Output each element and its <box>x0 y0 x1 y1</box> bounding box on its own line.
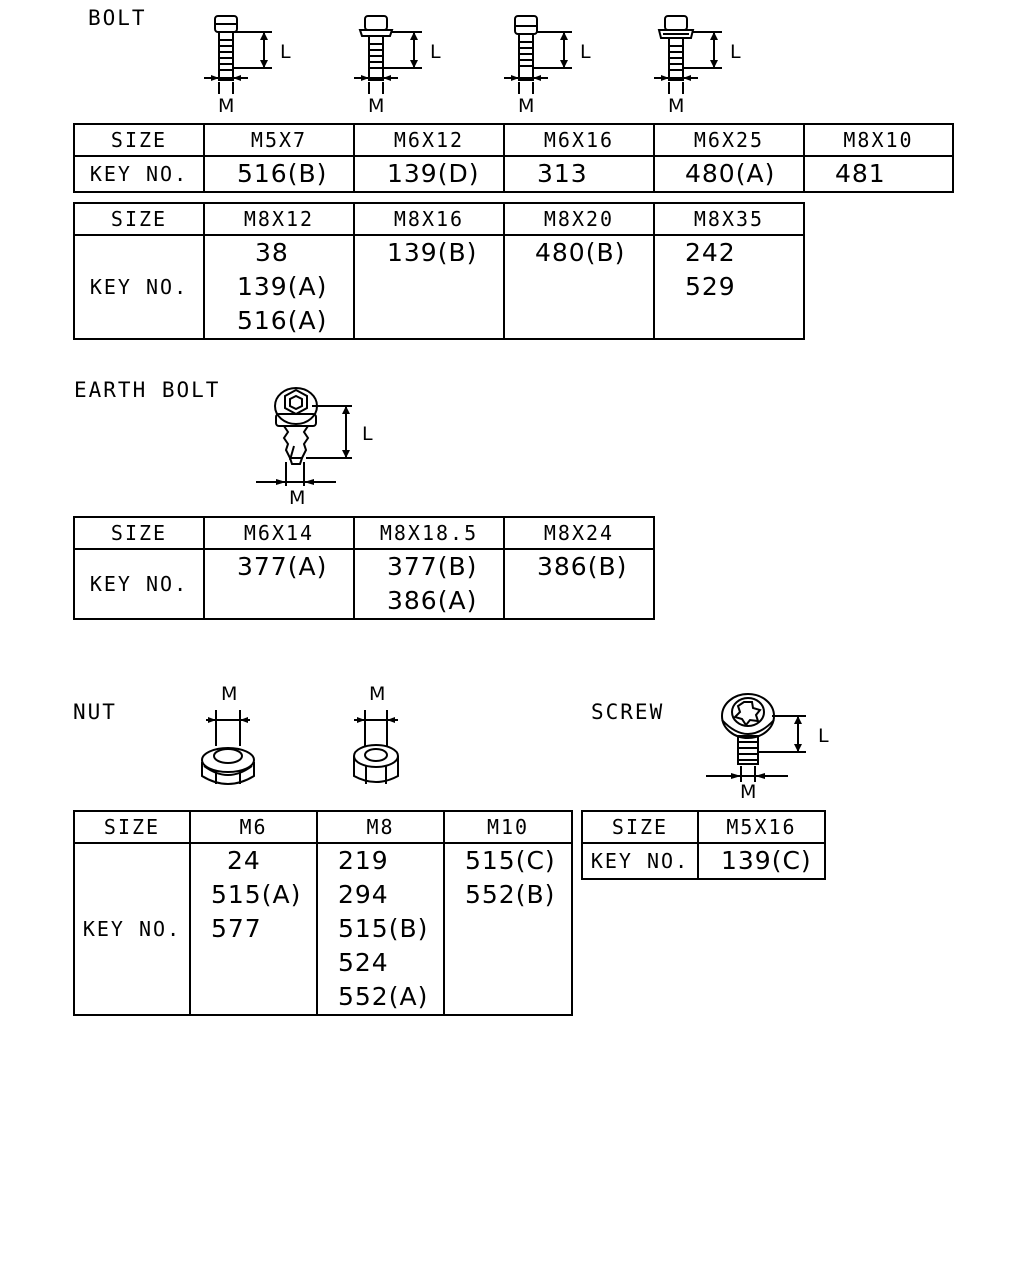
size-header: SIZE <box>73 810 191 844</box>
key-no-header: KEY NO. <box>73 155 205 193</box>
svg-text:M: M <box>668 95 684 117</box>
svg-text:L: L <box>730 41 741 63</box>
key-no-value: 386(A) <box>387 586 478 615</box>
key-no-header: KEY NO. <box>581 842 699 880</box>
bolt-table-2: SIZE M8X12 M8X16 M8X20 M8X35 KEY NO. 38 … <box>73 202 805 340</box>
key-no-value: 139(A) <box>237 272 328 301</box>
key-no-value: 139(C) <box>721 846 812 875</box>
key-no-value: 515(B) <box>338 914 429 943</box>
svg-text:M: M <box>221 683 237 705</box>
size-cell: M5X16 <box>697 810 826 844</box>
svg-text:M: M <box>368 95 384 117</box>
svg-text:L: L <box>362 423 373 445</box>
key-no-value: 524 <box>338 948 389 977</box>
earth-bolt-title: EARTH BOLT <box>74 378 221 402</box>
key-no-value: 24 <box>227 846 261 875</box>
key-no-value: 515(C) <box>465 846 556 875</box>
nut-table: SIZE M6 M8 M10 KEY NO. 24 515(A) 577 219… <box>73 810 573 1016</box>
size-cell: M8X16 <box>353 202 505 236</box>
nut-drawing-2: M <box>353 683 399 784</box>
key-no-value: 313 <box>537 159 588 188</box>
svg-text:L: L <box>818 725 829 747</box>
nut-title: NUT <box>73 700 117 724</box>
size-header: SIZE <box>581 810 699 844</box>
key-no-value: 219 <box>338 846 389 875</box>
svg-text:M: M <box>369 683 385 705</box>
size-header: SIZE <box>73 123 205 157</box>
key-no-value: 294 <box>338 880 389 909</box>
svg-text:M: M <box>218 95 234 117</box>
key-no-value: 139(D) <box>387 159 480 188</box>
key-no-value: 139(B) <box>387 238 478 267</box>
svg-text:L: L <box>430 41 441 63</box>
earth-bolt-drawing: L M <box>256 387 373 509</box>
svg-text:L: L <box>580 41 591 63</box>
size-cell: M8X20 <box>503 202 655 236</box>
key-no-value: 377(A) <box>237 552 328 581</box>
size-cell: M10 <box>443 810 573 844</box>
svg-text:M: M <box>740 781 756 803</box>
key-no-value: 38 <box>255 238 289 267</box>
key-no-header: KEY NO. <box>73 234 205 340</box>
bolt-drawing-4: L M <box>654 15 741 117</box>
key-no-value: 577 <box>211 914 262 943</box>
size-cell: M8 <box>316 810 445 844</box>
size-cell: M6X16 <box>503 123 655 157</box>
size-cell: M8X18.5 <box>353 516 505 550</box>
size-cell: M8X10 <box>803 123 954 157</box>
key-no-value: 377(B) <box>387 552 478 581</box>
earth-bolt-table: SIZE M6X14 M8X18.5 M8X24 KEY NO. 377(A) … <box>73 516 655 620</box>
size-cell: M8X12 <box>203 202 355 236</box>
key-no-value: 552(B) <box>465 880 556 909</box>
bolt-drawing-3: L M <box>504 15 591 117</box>
screw-table: SIZE M5X16 KEY NO. 139(C) <box>581 810 826 880</box>
size-cell: M8X24 <box>503 516 655 550</box>
key-no-value: 480(B) <box>535 238 626 267</box>
key-no-value: 481 <box>835 159 886 188</box>
size-cell: M6X14 <box>203 516 355 550</box>
key-no-value: 516(B) <box>237 159 328 188</box>
size-cell: M6X25 <box>653 123 805 157</box>
key-no-value: 480(A) <box>685 159 776 188</box>
bolt-title: BOLT <box>88 6 147 30</box>
bolt-drawing-2: L M <box>354 15 441 117</box>
size-cell: M6 <box>189 810 318 844</box>
key-no-value: 515(A) <box>211 880 302 909</box>
screw-drawing: L M <box>706 693 829 803</box>
size-header: SIZE <box>73 516 205 550</box>
size-cell: M8X35 <box>653 202 805 236</box>
svg-text:M: M <box>289 487 305 509</box>
svg-text:L: L <box>280 41 291 63</box>
key-no-value: 516(A) <box>237 306 328 335</box>
size-header: SIZE <box>73 202 205 236</box>
screw-title: SCREW <box>591 700 665 724</box>
key-no-value: 529 <box>685 272 736 301</box>
key-no-value: 386(B) <box>537 552 628 581</box>
bolt-table-1: SIZE M5X7 M6X12 M6X16 M6X25 M8X10 KEY NO… <box>73 123 954 193</box>
key-no-value: 242 <box>685 238 736 267</box>
key-no-value: 552(A) <box>338 982 429 1011</box>
key-no-header: KEY NO. <box>73 548 205 620</box>
size-cell: M6X12 <box>353 123 505 157</box>
size-cell: M5X7 <box>203 123 355 157</box>
nut-drawing-1: M <box>201 683 255 785</box>
bolt-drawing-1: L M <box>204 15 291 117</box>
svg-text:M: M <box>518 95 534 117</box>
key-no-header: KEY NO. <box>73 842 191 1016</box>
